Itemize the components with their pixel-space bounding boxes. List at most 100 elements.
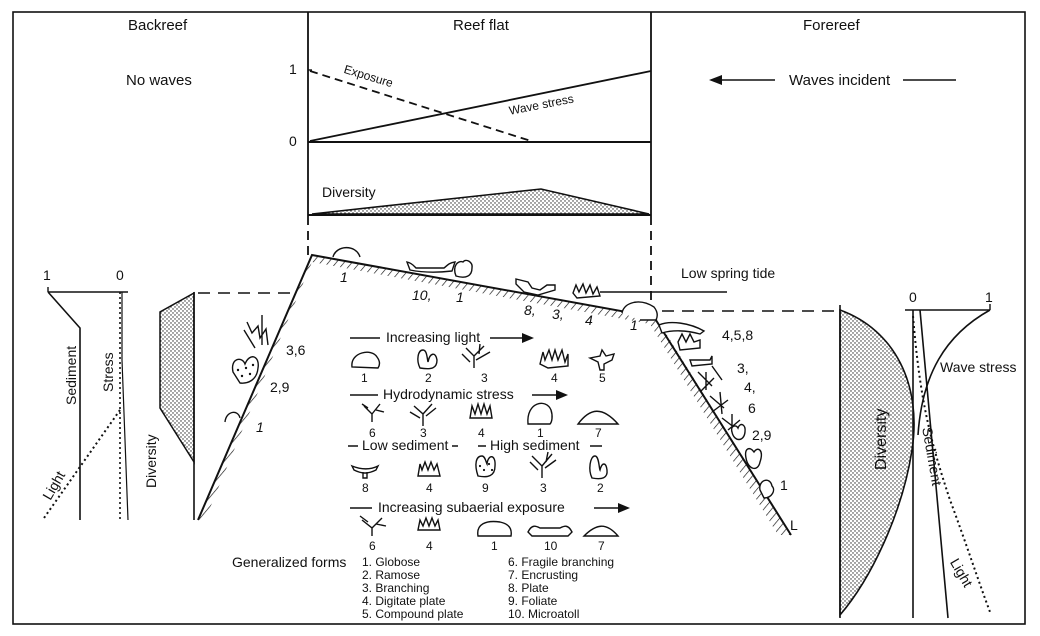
form-1: 1. Globose (362, 555, 421, 569)
light-num-3: 3 (481, 371, 488, 385)
back-num-2-9: 2,9 (270, 379, 290, 395)
frame (12, 11, 1026, 625)
exp-num-7: 7 (598, 539, 605, 553)
reef-flat-corals (332, 246, 659, 321)
icon-digitate-2 (469, 401, 493, 419)
icon-compound-plate (587, 348, 616, 371)
legend-row3-icons (350, 451, 608, 480)
top-axis-one: 1 (289, 61, 297, 77)
exposure-line (309, 70, 532, 142)
sed-num-2: 2 (597, 481, 604, 495)
form-5: 5. Compound plate (362, 607, 464, 621)
hydro-num-7: 7 (595, 426, 602, 440)
legend-row4-icons (359, 515, 620, 537)
fore-num-4: 4, (744, 379, 756, 395)
flat-num-8: 8, (524, 302, 536, 318)
wave-stress-line (309, 70, 652, 142)
icon-digitate-plate (539, 347, 569, 369)
diversity-label: Diversity (322, 184, 376, 200)
exp-num-10: 10 (544, 539, 558, 553)
backreef-foliate-dots (236, 363, 255, 378)
backreef-diversity-area (159, 291, 195, 465)
backreef-axis-zero: 0 (116, 267, 124, 283)
forereef-axis-zero: 0 (909, 289, 917, 305)
form-9: 9. Foliate (508, 594, 558, 608)
forereef-diversity-label: Diversity (873, 408, 890, 470)
icon-encrusting-4 (582, 525, 620, 537)
zone-reef-flat: Reef flat (453, 17, 509, 34)
backreef-stress-label: Stress (100, 352, 116, 392)
sed-num-8: 8 (362, 481, 369, 495)
generalized-forms-title: Generalized forms (232, 554, 347, 570)
low-spring-tide-label: Low spring tide (681, 265, 776, 281)
icon-fragile-branching (361, 403, 385, 422)
backreef-slope-corals (224, 315, 269, 423)
icon-digitate-3 (417, 460, 441, 477)
sed-num-4: 4 (426, 481, 433, 495)
sed-num-3: 3 (540, 481, 547, 495)
backreef-sediment-line (47, 291, 81, 520)
legend-high-sediment: High sediment (490, 437, 580, 453)
icon-plate (350, 464, 380, 479)
icon-encrusting (576, 410, 620, 425)
fore-num-4-5-8: 4,5,8 (722, 327, 754, 343)
legend-low-sediment: Low sediment (362, 437, 449, 453)
reef-profile-outline (197, 253, 792, 536)
flat-num-4: 4 (585, 312, 593, 328)
icon-globose (351, 351, 381, 369)
waves-incident-label: Waves incident (789, 72, 891, 89)
zone-forereef: Forereef (803, 17, 860, 34)
top-axis-zero: 0 (289, 133, 297, 149)
flat-num-1b: 1 (456, 289, 464, 305)
hydro-num-1: 1 (537, 426, 544, 440)
back-num-1: 1 (256, 419, 264, 435)
form-3: 3. Branching (362, 581, 430, 595)
hydro-num-6: 6 (369, 426, 376, 440)
legend-hydrodynamic-stress: Hydrodynamic stress (383, 386, 514, 402)
waves-arrow-head (709, 75, 722, 85)
exp-num-1: 1 (491, 539, 498, 553)
icon-foliate (475, 455, 496, 478)
backreef-stress-solid (121, 292, 129, 521)
forereef-light-curve (912, 315, 991, 613)
forereef-wave-stress-label: Wave stress (940, 359, 1017, 375)
legend-row2-icons (361, 401, 620, 426)
forereef-sediment-line (919, 309, 949, 619)
flat-num-1a: 1 (340, 269, 348, 285)
hydro-num-4: 4 (478, 426, 485, 440)
backreef-axis-one: 1 (43, 267, 51, 283)
forereef-slope-corals (658, 321, 775, 499)
foliate-dots (478, 462, 494, 472)
form-4: 4. Digitate plate (362, 594, 446, 608)
legend-row1-icons (351, 343, 616, 371)
legend-increasing-light: Increasing light (386, 329, 481, 345)
form-10: 10. Microatoll (508, 607, 580, 621)
forereef-wave-stress-curve (917, 309, 991, 436)
forereef-diversity-area (839, 308, 915, 618)
icon-digitate-4 (417, 516, 441, 531)
exp-num-4: 4 (426, 539, 433, 553)
fore-num-2-9: 2,9 (752, 427, 772, 443)
fore-num-1: 1 (780, 477, 788, 493)
form-8: 8. Plate (508, 581, 549, 595)
form-2: 2. Ramose (362, 568, 421, 582)
light-num-4: 4 (551, 371, 558, 385)
icon-branching-2 (409, 403, 437, 426)
backreef-diversity-label: Diversity (143, 434, 159, 488)
icon-fragile-branching-4 (359, 515, 387, 536)
form-7: 7. Encrusting (508, 568, 579, 582)
forereef-axis-one: 1 (985, 289, 993, 305)
backreef-sediment-label: Sediment (63, 345, 79, 405)
icon-globose-2 (527, 402, 553, 425)
icon-microatoll (527, 525, 573, 537)
fore-num-3: 3, (737, 360, 749, 376)
sed-num-9: 9 (482, 481, 489, 495)
icon-branching (461, 343, 491, 368)
zone-backreef: Backreef (128, 17, 188, 34)
fore-num-L: L (790, 517, 798, 533)
icon-ramose (417, 349, 438, 370)
flat-num-1c: 1 (630, 317, 638, 333)
fore-num-6: 6 (748, 400, 756, 416)
